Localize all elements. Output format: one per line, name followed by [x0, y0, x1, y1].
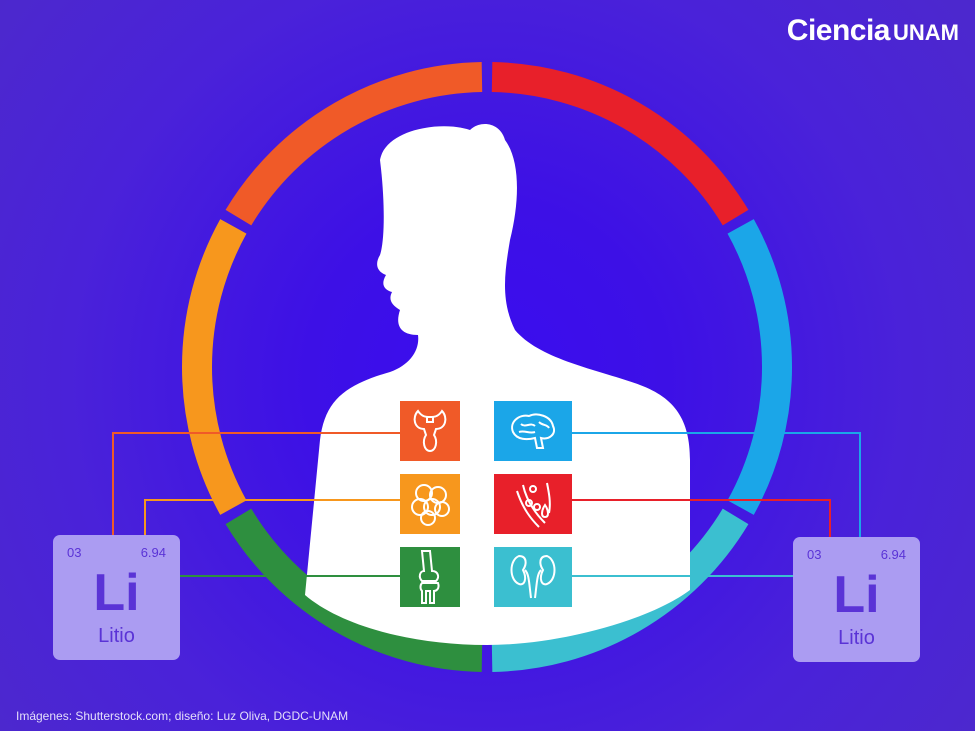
ring-segment [727, 219, 792, 515]
knee-bone-icon [418, 550, 440, 604]
blood-vessel-icon [516, 482, 551, 528]
blood-tile [494, 474, 572, 534]
brain-icon [511, 413, 555, 449]
kidneys-icon [510, 554, 556, 599]
bone-tile [400, 547, 460, 607]
element-name: Litio [838, 627, 875, 649]
connector-brain [572, 432, 861, 537]
logo-unam: UNAM [893, 20, 959, 45]
lithium-element-card-left: 03 6.94 Li Litio [53, 535, 180, 660]
image-credit: Imágenes: Shutterstock.com; diseño: Luz … [16, 709, 349, 723]
thyroid-icon [413, 409, 447, 453]
ring-segment [182, 219, 247, 515]
connector-pancreas [144, 499, 400, 535]
atomic-number: 03 [67, 545, 82, 560]
connector-blood [572, 499, 831, 537]
pancreas-tile [400, 474, 460, 534]
atomic-number: 03 [807, 547, 822, 562]
element-symbol: Li [833, 566, 880, 624]
logo-ciencia: Ciencia [786, 14, 891, 47]
element-name: Litio [98, 625, 135, 647]
kidneys-tile [494, 547, 572, 607]
element-symbol: Li [93, 564, 140, 622]
lithium-element-card-right: 03 6.94 Li Litio [793, 537, 920, 662]
pancreas-icon [411, 484, 450, 526]
thyroid-tile [400, 401, 460, 461]
connector-thyroid [112, 432, 400, 535]
atomic-mass: 6.94 [140, 545, 166, 560]
ring-segment [225, 508, 483, 672]
atomic-mass: 6.94 [880, 547, 906, 562]
brain-tile [494, 401, 572, 461]
ring-segment [491, 62, 749, 226]
ring-segment [225, 62, 483, 226]
